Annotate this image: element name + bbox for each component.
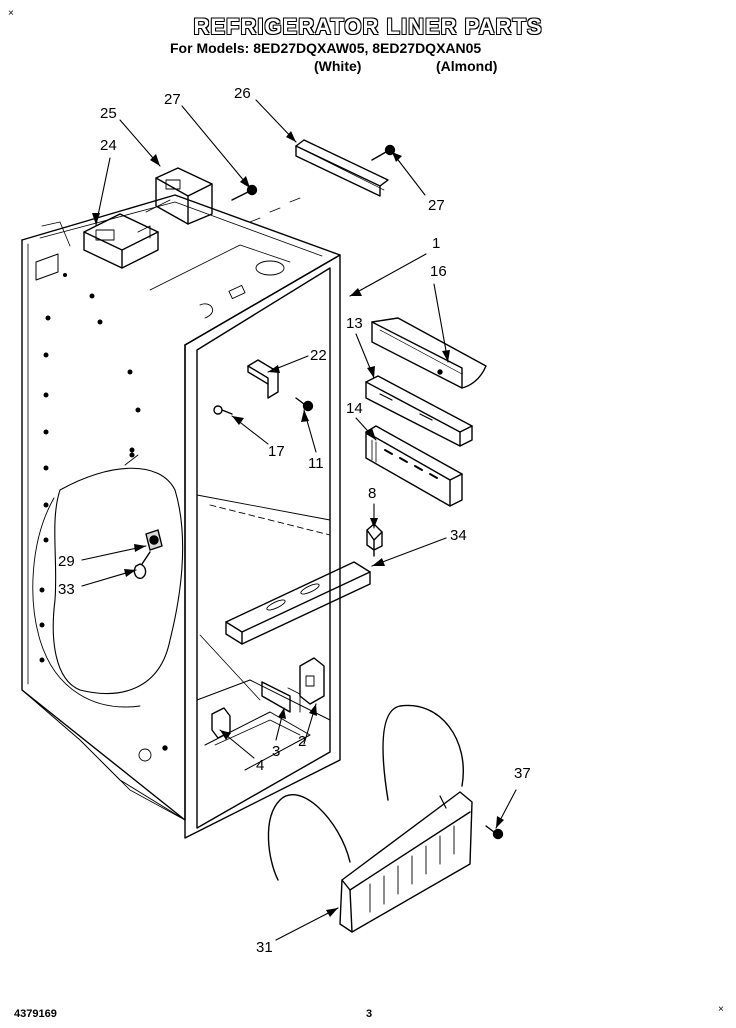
callout-13: 13 bbox=[346, 315, 363, 332]
part-31-heater bbox=[267, 704, 473, 933]
part-22-clip bbox=[247, 359, 279, 399]
callout-26: 26 bbox=[234, 85, 251, 102]
callout-33: 33 bbox=[58, 581, 75, 598]
mounting-holes bbox=[39, 273, 141, 663]
callout-29: 29 bbox=[58, 553, 75, 570]
callout-25: 25 bbox=[100, 105, 117, 122]
part-14-control-panel bbox=[365, 425, 463, 507]
screw-27-left bbox=[231, 184, 258, 201]
part-34-front-trim bbox=[225, 561, 371, 645]
callout-27-right: 27 bbox=[428, 197, 445, 214]
callout-27-top: 27 bbox=[164, 91, 181, 108]
callout-14: 14 bbox=[346, 400, 363, 417]
callout-24: 24 bbox=[100, 137, 117, 154]
callout-17: 17 bbox=[268, 443, 285, 460]
callout-3: 3 bbox=[272, 743, 280, 760]
document-number: 4379169 bbox=[14, 1008, 57, 1020]
callout-8: 8 bbox=[368, 485, 376, 502]
callout-34: 34 bbox=[450, 527, 467, 544]
callout-37: 37 bbox=[514, 765, 531, 782]
part-13-bracket bbox=[365, 375, 473, 447]
corner-mark-bottom: × bbox=[718, 1004, 724, 1015]
part-24-control-housing bbox=[83, 213, 159, 269]
part-33-thermistor bbox=[133, 551, 151, 579]
callout-4: 4 bbox=[256, 757, 264, 774]
callout-22: 22 bbox=[310, 347, 327, 364]
part-11-screw bbox=[295, 397, 314, 412]
part-37-screw bbox=[485, 825, 504, 840]
callout-1: 1 bbox=[432, 235, 440, 252]
callout-labels: 25 27 26 24 27 1 16 13 22 14 17 11 8 34 … bbox=[58, 85, 531, 956]
callout-16: 16 bbox=[430, 263, 447, 280]
corner-mark-top: × bbox=[8, 8, 14, 19]
arrow-heads bbox=[92, 131, 504, 917]
part-16-cover bbox=[371, 317, 487, 389]
variant-white: (White) bbox=[314, 58, 362, 74]
callout-2: 2 bbox=[298, 733, 306, 750]
page-number: 3 bbox=[366, 1008, 373, 1020]
models-line: For Models: 8ED27DQXAW05, 8ED27DQXAN05 bbox=[170, 40, 482, 56]
screw-27-right bbox=[371, 144, 396, 161]
page-title: REFRIGERATOR LINER PARTS bbox=[193, 14, 543, 39]
variant-almond: (Almond) bbox=[436, 58, 498, 74]
part-4-bracket bbox=[211, 707, 231, 739]
leader-lines bbox=[81, 99, 517, 941]
part-2-bracket bbox=[299, 657, 325, 705]
liner-cabinet bbox=[21, 194, 341, 839]
part-29-connector bbox=[145, 529, 163, 551]
part-3-bracket bbox=[261, 681, 301, 713]
wiring-loop bbox=[32, 452, 184, 708]
callout-31: 31 bbox=[256, 939, 273, 956]
part-17-pin bbox=[213, 405, 233, 415]
part-8-knob bbox=[366, 523, 383, 557]
part-26-top-trim bbox=[249, 139, 389, 223]
callout-11: 11 bbox=[308, 455, 324, 472]
part-25-bracket bbox=[145, 167, 213, 225]
